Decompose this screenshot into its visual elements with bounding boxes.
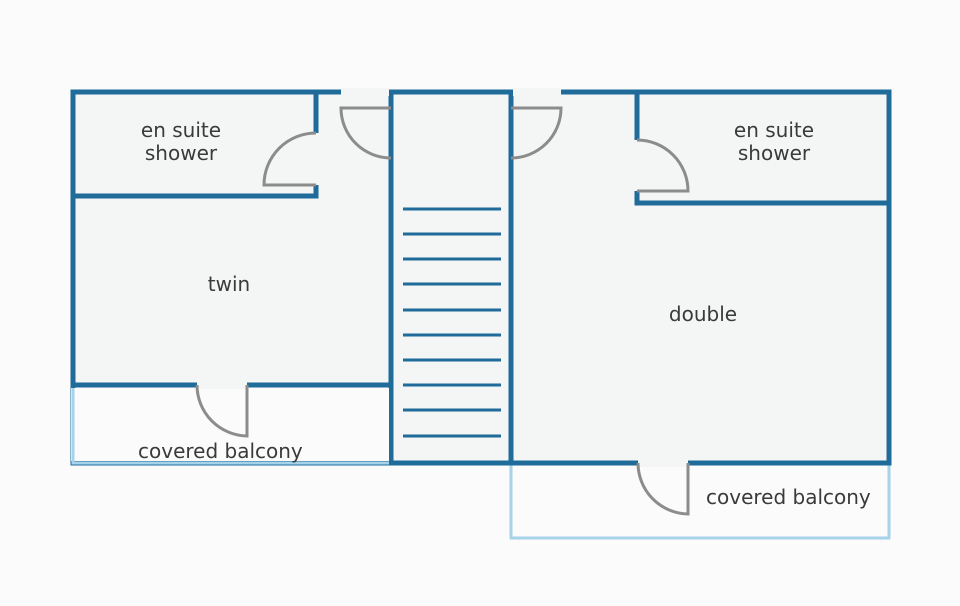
door-gap-ensuite-right <box>633 140 641 191</box>
door-stair-top-left[interactable] <box>339 106 392 160</box>
door-gap-twin-balcony <box>197 381 247 389</box>
label-balcony-right: covered balcony <box>706 485 871 509</box>
door-twin-balcony[interactable] <box>195 384 249 438</box>
door-ensuite-left[interactable] <box>262 131 317 187</box>
label-balcony-left: covered balcony <box>138 439 303 463</box>
door-gap-double-balcony <box>638 459 688 467</box>
door-gap-stair-top-right <box>513 88 561 96</box>
label-double: double <box>669 302 737 326</box>
label-twin: twin <box>208 272 250 296</box>
door-gap-ensuite-left <box>312 133 320 185</box>
staircase <box>403 207 501 438</box>
floor-right-block <box>511 92 889 463</box>
door-stair-top-right[interactable] <box>510 106 563 160</box>
label-ensuite-right-line1: en suite <box>734 118 814 142</box>
label-ensuite-left-line2: shower <box>145 141 218 165</box>
balcony-right-outline <box>509 463 891 540</box>
left-gap-below-twin-mask <box>71 388 389 461</box>
door-gap-stair-top-left <box>341 88 389 96</box>
label-ensuite-left-line1: en suite <box>141 118 221 142</box>
floor-left-block <box>73 92 391 385</box>
label-ensuite-right-line2: shower <box>738 141 811 165</box>
door-double-balcony[interactable] <box>636 462 690 516</box>
door-ensuite-right[interactable] <box>636 138 690 193</box>
balcony-left-outline-top <box>71 388 389 465</box>
floor-stair-hall <box>391 92 511 463</box>
outer-wall <box>70 89 892 466</box>
